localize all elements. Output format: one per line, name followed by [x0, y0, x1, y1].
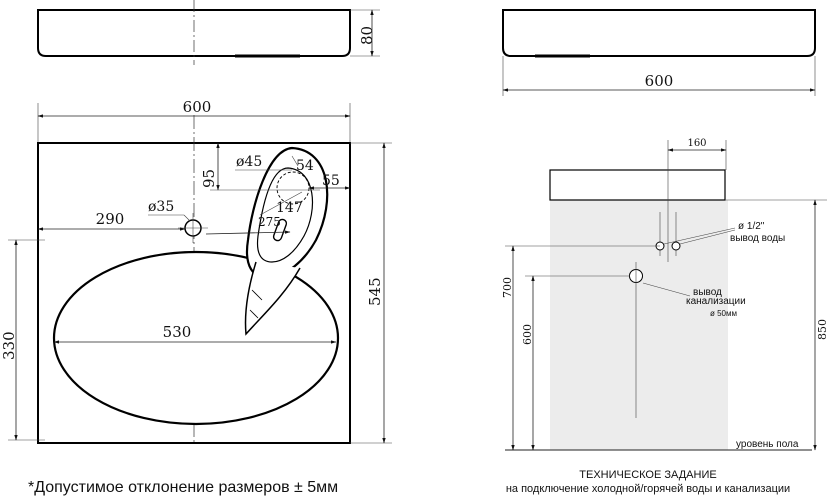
dim-label-80: 80 [358, 26, 376, 45]
dim-label-54: 54 [296, 158, 314, 174]
sink-side-profile-right [502, 9, 816, 57]
dim-label-330: 330 [0, 331, 18, 360]
wall-zone [550, 200, 728, 450]
spec-title: ТЕХНИЧЕСКОЕ ЗАДАНИЕ [579, 469, 716, 481]
drain-size-label: ø 50мм [710, 309, 737, 318]
dim-label-600-right: 600 [645, 72, 674, 90]
left-plan-view: 600 95 ø45 54 55 1 [0, 98, 392, 445]
dim-label-95: 95 [200, 169, 218, 188]
dim-label-600-install: 600 [521, 324, 534, 345]
dim-label-700: 700 [501, 277, 514, 298]
dim-label-275: 275 [258, 215, 281, 229]
dim-label-850: 850 [816, 319, 827, 340]
drain-label-line1: вывод [693, 287, 722, 298]
dim-label-290: 290 [96, 210, 125, 228]
soap-dish-slot [272, 218, 288, 242]
installation-spec: уровень пола 160 ø 1/2" вывод воды вывод… [501, 138, 827, 451]
spec-subtitle: на подключение холодной/горячей воды и к… [506, 483, 790, 495]
basin-oval [52, 250, 340, 426]
dim-label-d45: ø45 [236, 154, 262, 170]
sink-block [549, 169, 726, 201]
dim-label-147: 147 [276, 200, 303, 216]
soap-dish-inner [256, 167, 314, 263]
right-side-view: 600 [502, 9, 816, 96]
dim-label-160: 160 [687, 138, 706, 149]
hot-water-outlet [671, 241, 681, 251]
dim-label-545: 545 [366, 277, 384, 306]
dim-label-55: 55 [322, 173, 340, 189]
water-outlet-label: вывод воды [730, 233, 785, 244]
sink-side-profile [37, 9, 351, 57]
dim-label-600: 600 [183, 98, 212, 116]
pipe-size-label: ø 1/2" [738, 221, 765, 232]
drain-label-line2: канализации [686, 296, 746, 307]
dim-label-530: 530 [163, 323, 192, 341]
soap-dish-stem [244, 261, 301, 336]
left-side-view: 80 [37, 0, 380, 65]
dim-label-d35: ø35 [148, 199, 174, 215]
floor-level-label: уровень пола [736, 439, 799, 450]
tolerance-note: *Допустимое отклонение размеров ± 5мм [28, 479, 338, 496]
dim-line-275 [205, 230, 291, 235]
